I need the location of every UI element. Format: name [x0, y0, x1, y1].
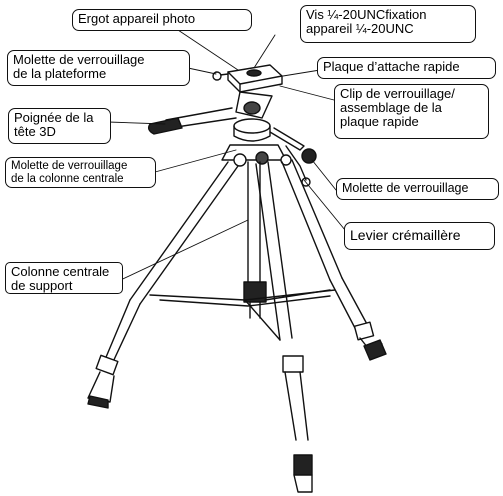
label-levier-cremaillere: Levier crémaillère: [344, 222, 495, 250]
leg-left: [87, 161, 239, 409]
leg-front: [255, 161, 313, 493]
label-molette-verrouillage: Molette de verrouillage: [336, 178, 499, 200]
label-colonne-centrale-support: Colonne centrale de support: [5, 262, 123, 294]
leg-right: [281, 159, 387, 361]
3d-head: [233, 91, 273, 142]
label-ergot-appareil-photo: Ergot appareil photo: [72, 9, 252, 31]
label-molette-plateforme: Molette de verrouillage de la plateforme: [7, 50, 190, 86]
label-clip-verrouillage: Clip de verrouillage/ assemblage de la p…: [334, 84, 489, 139]
label-plaque-attache-rapide: Plaque d’attache rapide: [317, 57, 496, 79]
leg-braces: [149, 289, 336, 341]
crank-and-clip: [269, 127, 317, 187]
label-vis-fixation: Vis ¼-20UNCfixation appareil ¼-20UNC: [300, 5, 476, 43]
pan-handle: [147, 107, 237, 135]
leg-hub: [221, 144, 292, 167]
center-column: [243, 161, 267, 319]
label-poignee-tete-3d: Poignée de la tête 3D: [8, 108, 111, 144]
label-molette-colonne-centrale: Molette de verrouillage de la colonne ce…: [5, 157, 156, 188]
quick-release-plate: [212, 64, 283, 93]
